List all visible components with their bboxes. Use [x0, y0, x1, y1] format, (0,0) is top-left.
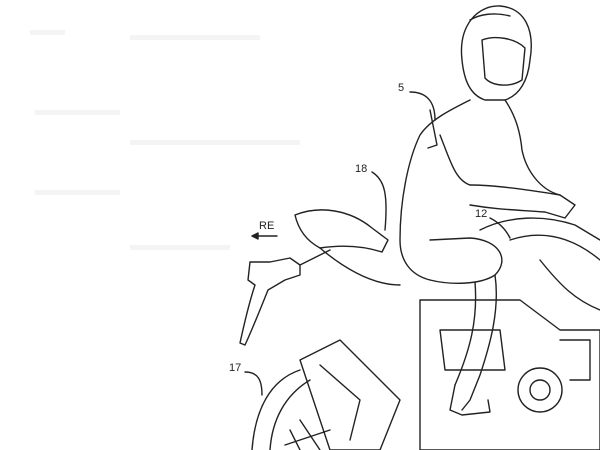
ghost-text — [30, 30, 65, 35]
seat-cowl — [294, 209, 401, 286]
ghost-text — [130, 245, 230, 250]
rear-wheel — [251, 369, 331, 450]
label-direction: RE — [259, 220, 275, 232]
leader-line-5 — [409, 91, 436, 121]
exhaust-muffler — [299, 339, 401, 450]
leader-line-17 — [244, 371, 263, 396]
leader-line-12 — [489, 217, 511, 239]
ghost-text — [35, 110, 120, 115]
ghost-text — [130, 35, 260, 40]
direction-arrow-icon — [251, 232, 278, 240]
ghost-text — [35, 190, 120, 195]
rear-fender — [239, 249, 331, 346]
ghost-text — [130, 140, 300, 145]
rider-helmet — [460, 5, 532, 101]
label-fuel-tank: 12 — [475, 208, 488, 220]
label-rider: 5 — [398, 82, 405, 94]
engine — [419, 299, 600, 450]
label-seat-cowl: 18 — [355, 163, 368, 175]
leader-line-18 — [371, 171, 387, 231]
rider-body — [399, 99, 576, 416]
label-rear-wheel: 17 — [229, 362, 242, 374]
front-fairing — [479, 217, 600, 311]
